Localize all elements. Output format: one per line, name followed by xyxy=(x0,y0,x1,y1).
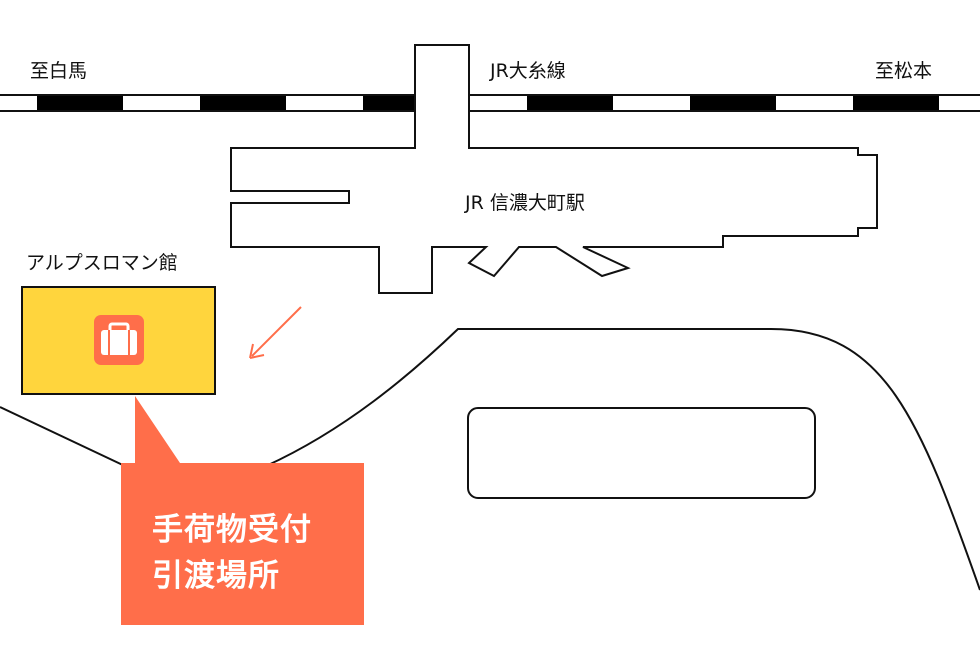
callout-line-1: 手荷物受付 xyxy=(152,512,312,548)
callout-line-2: 引渡場所 xyxy=(152,558,280,594)
station-building xyxy=(230,44,878,294)
luggage-icon xyxy=(94,315,144,365)
road-curve xyxy=(0,328,980,591)
station-name-label: JR 信濃大町駅 xyxy=(465,192,585,214)
direction-label-hakuba: 至白馬 xyxy=(30,60,88,82)
direction-arrow xyxy=(249,306,302,359)
railway-track xyxy=(0,94,980,112)
callout-bubble xyxy=(121,396,364,625)
parking-island xyxy=(467,407,816,499)
direction-label-matsumoto: 至松本 xyxy=(875,60,933,82)
railway-line-label: JR大糸線 xyxy=(490,60,566,82)
building-name-label: アルプスロマン館 xyxy=(26,252,178,274)
callout-text: 手荷物受付 引渡場所 xyxy=(152,507,312,599)
